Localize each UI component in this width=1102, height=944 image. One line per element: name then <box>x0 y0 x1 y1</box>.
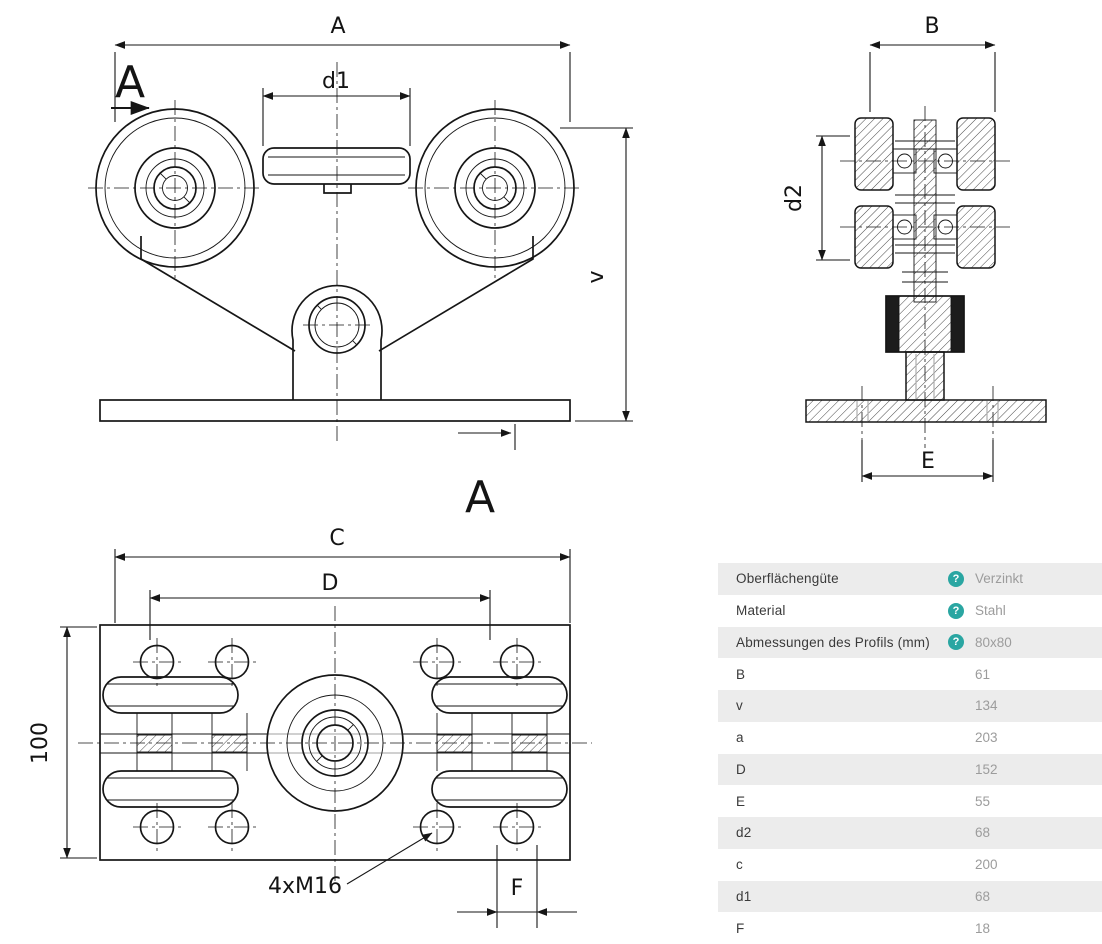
spec-value: Stahl <box>975 603 1006 619</box>
spec-label: a <box>736 730 744 746</box>
plan-bolt-crosses <box>133 638 541 851</box>
help-icon[interactable]: ? <box>948 634 964 651</box>
plan-bolt-note: 4xM16 <box>268 874 342 899</box>
side-dim-label-E: E <box>921 449 935 474</box>
side-base-plate <box>805 399 1047 423</box>
side-dim-label-d2: d2 <box>782 184 807 212</box>
side-dim-label-B: B <box>924 14 939 39</box>
front-right-wheel <box>415 108 575 268</box>
spec-label: Material <box>736 603 786 619</box>
spec-value: Verzinkt <box>975 571 1024 587</box>
side-extension-lines <box>816 52 996 482</box>
side-lower-shaft <box>905 351 945 401</box>
front-section-label-bottom: A <box>465 472 495 523</box>
front-extension-lines <box>114 52 633 450</box>
table-row: D 152 <box>718 753 1102 786</box>
plan-bolt-leader-line <box>346 832 433 885</box>
table-row: d2 68 <box>718 817 1102 849</box>
table-row: v 134 <box>718 690 1102 722</box>
spec-value: 200 <box>975 857 998 873</box>
spec-value: 68 <box>975 888 991 904</box>
side-bearings <box>892 148 958 240</box>
plan-view: C D 100 4xM16 F <box>28 526 592 928</box>
spec-value: 61 <box>975 666 991 682</box>
spec-value: 203 <box>975 730 998 746</box>
front-guide-roller <box>262 147 411 194</box>
plan-dim-label-100: 100 <box>28 722 53 764</box>
spec-value: 55 <box>975 793 991 809</box>
spec-label: E <box>736 793 746 809</box>
table-row: Material ? Stahl <box>718 595 1102 627</box>
front-left-wheel <box>95 108 255 268</box>
table-row: c 200 <box>718 849 1102 881</box>
spec-label: Oberflächengüte <box>736 571 839 587</box>
front-centerlines <box>88 62 582 445</box>
spec-label: d1 <box>736 888 752 904</box>
plan-axle-band <box>100 733 570 754</box>
front-view: A A d1 v A <box>88 14 633 523</box>
plan-extension-lines <box>60 549 571 928</box>
front-dim-label-v: v <box>584 270 609 283</box>
plan-dim-label-C: C <box>329 526 344 551</box>
table-row: Abmessungen des Profils (mm) ? 80x80 <box>718 626 1102 659</box>
spec-label: B <box>736 666 746 682</box>
spec-table: Oberflächengüte ? Verzinkt Material ? St… <box>718 563 1102 944</box>
side-bushing <box>885 295 965 353</box>
plan-axle-hidden <box>267 733 403 754</box>
front-dim-label-A: A <box>330 14 345 39</box>
plan-rollers <box>102 676 568 808</box>
spec-value: 18 <box>975 920 991 936</box>
table-row: B 61 <box>718 658 1102 690</box>
plan-center-bearing <box>266 674 404 812</box>
plan-body-plate <box>99 624 571 861</box>
plan-dim-label-D: D <box>322 571 339 596</box>
side-shaft <box>913 119 937 303</box>
table-row: a 203 <box>718 722 1102 754</box>
spec-value: 134 <box>975 698 998 714</box>
help-icon[interactable]: ? <box>948 602 964 619</box>
side-view: B d2 E <box>782 14 1047 482</box>
spec-label: D <box>736 761 746 777</box>
table-row: d1 68 <box>718 880 1102 913</box>
front-base-plate <box>99 399 571 422</box>
plan-dim-label-F: F <box>511 876 524 901</box>
spec-value: 68 <box>975 825 991 841</box>
spec-label: v <box>736 698 743 714</box>
table-row: Oberflächengüte ? Verzinkt <box>718 563 1102 595</box>
table-row: E 55 <box>718 785 1102 817</box>
spec-label: F <box>736 920 745 936</box>
spec-value: 80x80 <box>975 634 1012 650</box>
side-washer-lines <box>895 140 955 283</box>
plan-bolts <box>139 644 535 845</box>
front-dim-label-d1: d1 <box>322 69 350 94</box>
front-bracket <box>140 236 534 400</box>
spec-label: Abmessungen des Profils (mm) <box>736 634 930 650</box>
spec-label: c <box>736 857 743 873</box>
front-section-label-top: A <box>115 57 145 108</box>
side-roller-rims <box>854 117 996 269</box>
help-icon[interactable]: ? <box>948 570 964 587</box>
table-row: F 18 <box>718 912 1102 944</box>
spec-label: d2 <box>736 825 752 841</box>
front-snapring-ticks <box>159 172 511 204</box>
spec-value: 152 <box>975 761 998 777</box>
